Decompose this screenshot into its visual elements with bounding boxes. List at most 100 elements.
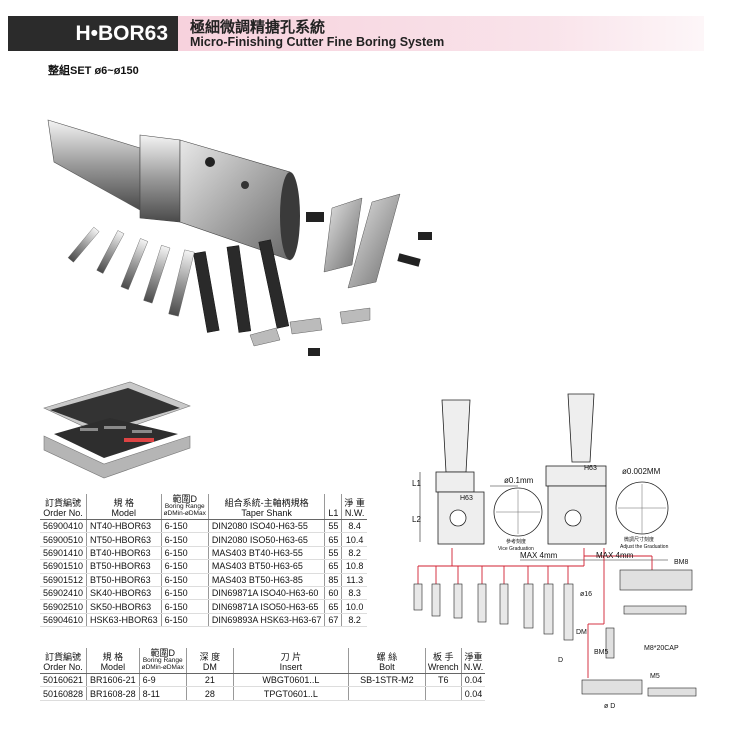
label-m5: M5	[650, 673, 660, 680]
table-cell: HSK63-HBOR63	[86, 613, 162, 628]
label-l2: L2	[412, 515, 421, 524]
table-cell: SB-1STR-M2	[347, 673, 426, 688]
table-cell: BR1606-21	[86, 673, 140, 688]
label-dm: DM	[576, 629, 587, 636]
table-cell: 56902410	[40, 586, 87, 601]
label-adjust-cn: 微調尺寸刻度	[624, 536, 654, 543]
table-cell: DIN2080 ISO50-H63-65	[207, 532, 325, 547]
table-cell: TPGT0601..L	[232, 686, 349, 701]
table-cell: MAS403 BT40-H63-55	[207, 546, 325, 561]
label-adjust-en: Adjust the Graduation	[620, 544, 669, 550]
label-vice-cn: 參考刻度	[506, 538, 526, 545]
table-cell: DIN69871A ISO50-H63-65	[207, 599, 325, 614]
label-l1: L1	[412, 479, 421, 488]
table-cell: 60	[324, 586, 342, 601]
table-cell: MAS403 BT50-H63-65	[207, 559, 325, 574]
table-cell: SK40-HBOR63	[86, 586, 162, 601]
label-d0: ø D	[604, 703, 615, 710]
table-cell: 10.8	[341, 559, 367, 574]
label-max-left: MAX 4mm	[520, 551, 558, 560]
table-cell: DIN69893A HSK63-H63-67	[207, 613, 325, 628]
table-cell: 65	[324, 532, 342, 547]
table-cell: 6-150	[160, 546, 209, 561]
table-cell: 10.4	[341, 532, 367, 547]
carrying-case-image	[43, 381, 191, 479]
table-cell: MAS403 BT50-H63-85	[207, 573, 325, 588]
table-cell: 50160828	[40, 686, 87, 701]
table-cell: 55	[324, 519, 342, 534]
table-cell: 56904610	[40, 613, 87, 628]
label-h63-left: H63	[460, 495, 473, 502]
table-cell: 6-150	[160, 586, 209, 601]
table-cell	[347, 686, 426, 701]
table-cell: 56900510	[40, 532, 87, 547]
table-cell: 56900410	[40, 519, 87, 534]
label-graduation-0002: ø0.002MM	[622, 467, 661, 476]
table-cell: 50160621	[40, 673, 87, 688]
table-cell: 56901410	[40, 546, 87, 561]
technical-diagram: L1 L2 H63 H63 ø0.1mm ø0.002MM 參考刻度 Vice …	[412, 393, 697, 710]
table-cell: 56901512	[40, 573, 87, 588]
table-cell: NT50-HBOR63	[86, 532, 162, 547]
table-cell: WBGT0601..L	[232, 673, 349, 688]
product-code-title: H•BOR63	[75, 22, 168, 45]
table-cell: 8.4	[341, 519, 367, 534]
table-cell: 56902510	[40, 599, 87, 614]
table-cell: 65	[324, 559, 342, 574]
table-cell: 0.04	[460, 686, 486, 701]
table-cell: 6-150	[160, 599, 209, 614]
table-cell: T6	[424, 673, 462, 688]
title-english: Micro-Finishing Cutter Fine Boring Syste…	[190, 35, 445, 49]
table-cell: 0.04	[460, 673, 486, 688]
table-cell: 10.0	[341, 599, 367, 614]
label-graduation-01: ø0.1mm	[504, 476, 534, 485]
table-cell: DIN2080 ISO40-H63-55	[207, 519, 325, 534]
table-cell: 65	[324, 599, 342, 614]
label-m8: M8*20CAP	[644, 645, 679, 652]
table-cell: 56901510	[40, 559, 87, 574]
header-banner	[178, 16, 704, 51]
table-cell: 8.3	[341, 586, 367, 601]
table-cell: 28	[185, 686, 234, 701]
table-cell: 8.2	[341, 613, 367, 628]
label-bm5: BM5	[594, 649, 609, 656]
label-d16: ø16	[580, 591, 592, 598]
title-chinese: 極細微調精搪孔系統	[190, 19, 326, 36]
table-cell: BT40-HBOR63	[86, 546, 162, 561]
table-cell: 6-150	[160, 573, 209, 588]
table-cell: 6-150	[160, 532, 209, 547]
table-cell: BT50-HBOR63	[86, 573, 162, 588]
table-cell: 11.3	[341, 573, 367, 588]
table-cell: 67	[324, 613, 342, 628]
table-cell: 8.2	[341, 546, 367, 561]
table-cell: 55	[324, 546, 342, 561]
table-cell: SK50-HBOR63	[86, 599, 162, 614]
set-label: 整組SET ø6~ø150	[48, 65, 139, 77]
table-cell: NT40-HBOR63	[86, 519, 162, 534]
table-cell: 21	[185, 673, 234, 688]
